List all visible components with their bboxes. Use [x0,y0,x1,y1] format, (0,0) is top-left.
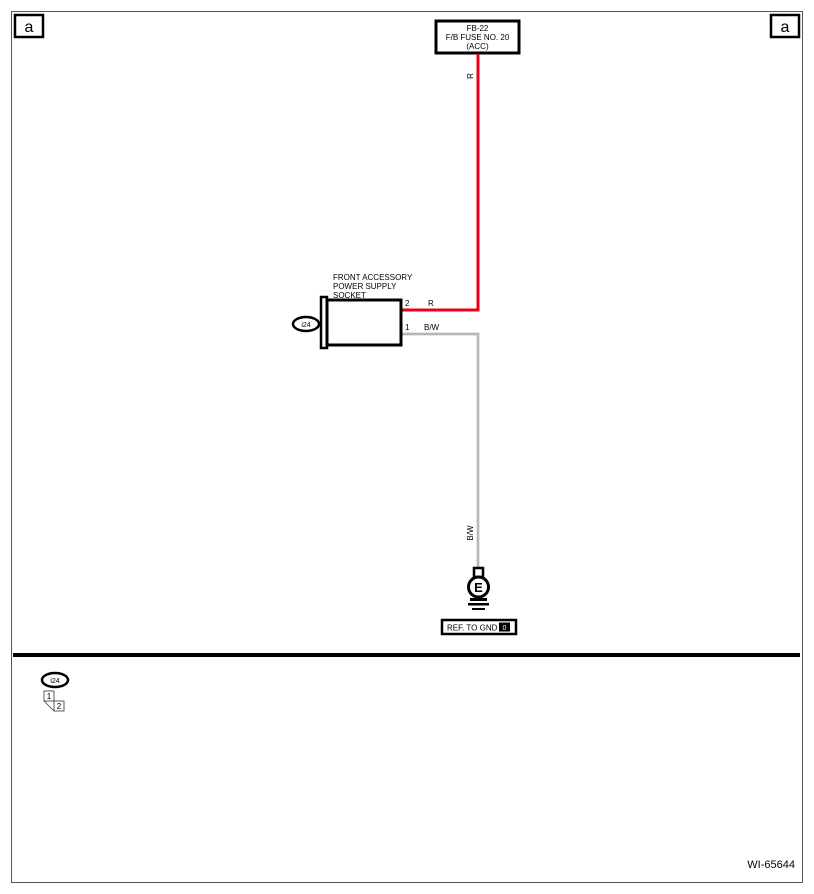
connector-id-oval [291,315,321,333]
ref-to-gnd-label: REF. TO GND [447,624,498,633]
front-accessory-power-socket: FRONT ACCESSORY POWER SUPPLY SOCKET 2 R … [291,273,440,350]
socket-pin-bottom: 1 [405,323,410,332]
legend-connector-oval [40,671,70,689]
page-mark-right-label: a [781,19,790,36]
socket-name-line2: POWER SUPPLY [333,282,397,291]
section-divider [13,653,800,657]
ground-icon: E [467,566,490,610]
connector-id-label: i24 [301,322,310,329]
connector-legend: i24 1 2 [40,671,70,712]
fuse-label-line3: (ACC) [466,42,489,51]
diagram-id: WI-65644 [747,859,795,871]
outer-frame [11,11,803,883]
wire-gray-core [402,333,479,568]
legend-connector-label: i24 [50,678,59,685]
socket-wire-bottom-label: B/W [424,323,440,332]
socket-wire-top-label: R [428,299,434,308]
fuse-label-line2: F/B FUSE NO. 20 [446,33,510,42]
legend-pin-1: 1 [47,692,52,701]
wire-red [402,54,480,312]
socket-name-line3: SOCKET [333,291,366,300]
ref-to-gnd-box: REF. TO GND 0 [440,618,518,636]
ref-to-gnd-badge-label: 0 [503,625,507,632]
socket-body [325,298,403,347]
page-mark-right: a [769,13,801,39]
wire-label-ground-vertical: B/W [466,525,475,541]
fuse-box: FB-22 F/B FUSE NO. 20 (ACC) [434,19,521,55]
ground-symbol-label: E [474,580,483,595]
socket-name-line1: FRONT ACCESSORY [333,273,413,282]
wire-label-fuse-vertical: R [466,73,475,79]
page-mark-left-label: a [25,19,34,36]
legend-pin-2: 2 [57,702,62,711]
fuse-label-line1: FB-22 [467,24,489,33]
page-mark-left: a [13,13,45,39]
ref-to-gnd-badge [499,622,510,632]
socket-pin-top: 2 [405,299,410,308]
